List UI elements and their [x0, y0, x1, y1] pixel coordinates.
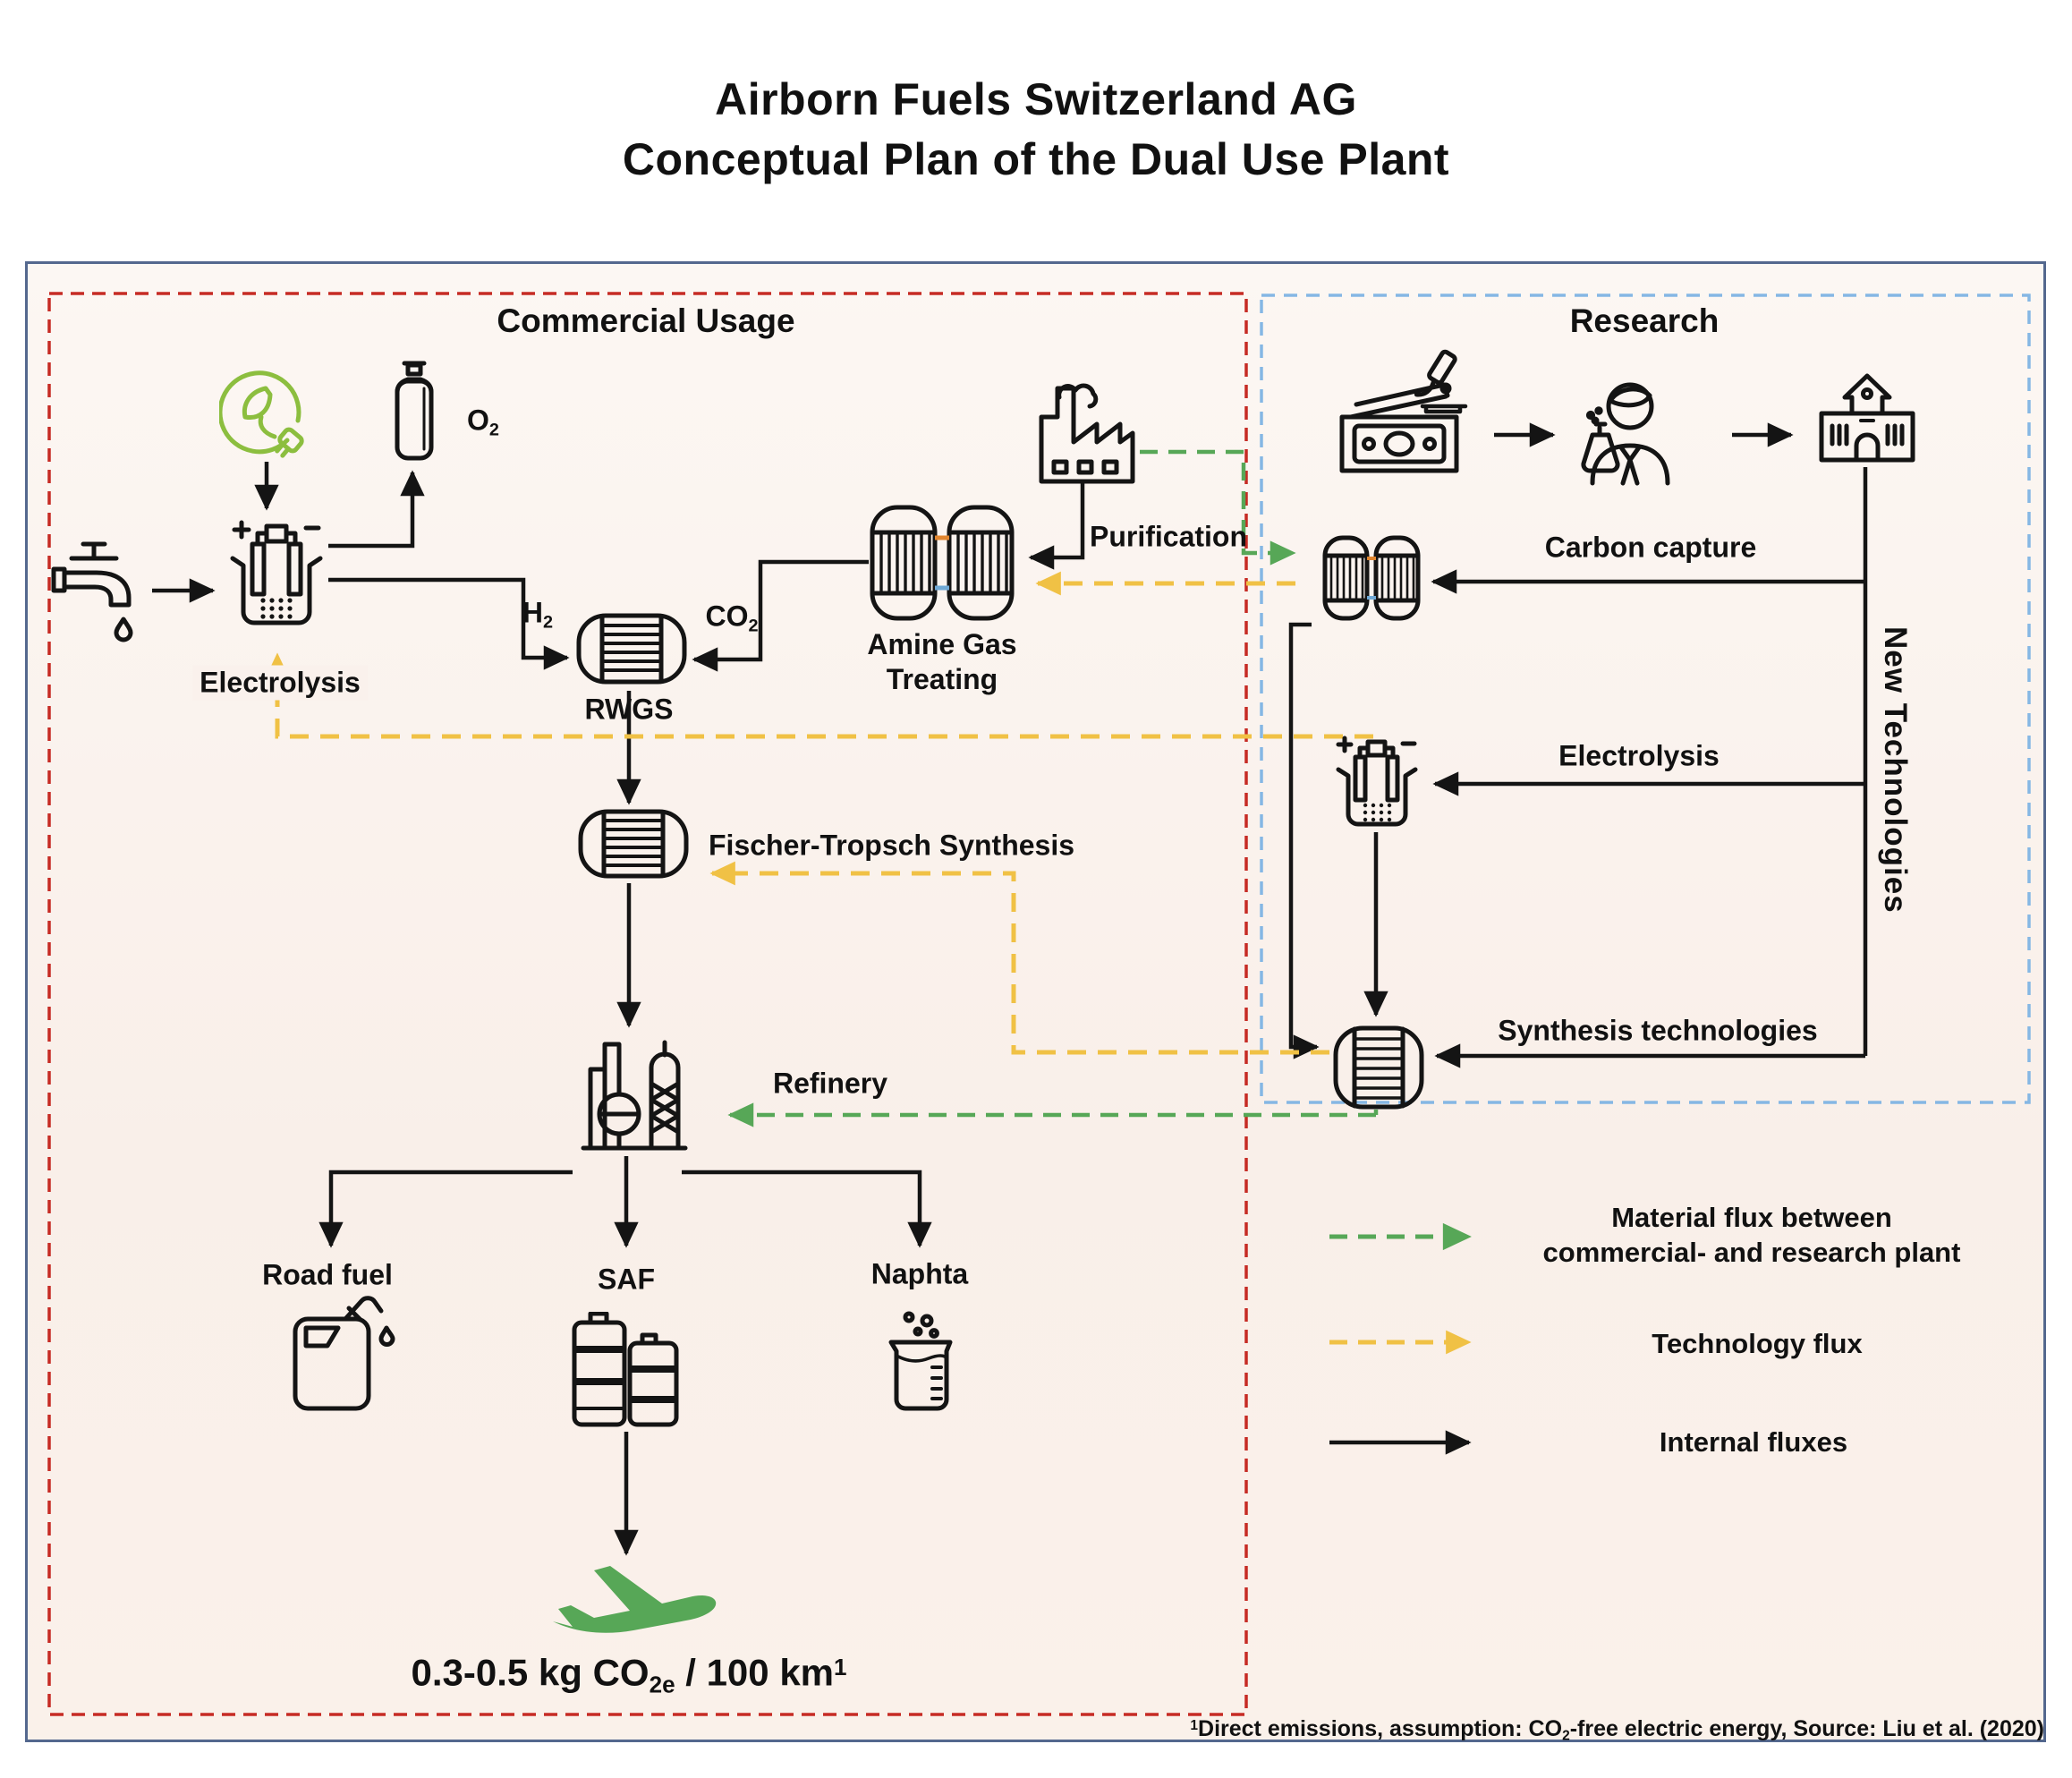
commercial-usage-box [47, 292, 1248, 1716]
material-flux-arrows [727, 449, 1379, 1127]
co2-stream-label: CO2 [705, 600, 759, 636]
university-icon [1814, 372, 1920, 470]
research-box [1260, 293, 2031, 1104]
research-carbon-capture-icon [1322, 535, 1421, 625]
researcher-icon [1571, 372, 1678, 493]
legend-material-flux-label: Material flux between commercial- and re… [1542, 1202, 1961, 1268]
naphta-label: Naphta [870, 1257, 969, 1290]
amine-gas-treating-label: Amine Gas Treating [867, 628, 1017, 695]
research-electrolysis-icon [1331, 734, 1422, 837]
technology-flux-arrows [265, 571, 1373, 1055]
saf-label: SAF [598, 1263, 655, 1296]
h2-stream-label: H2 [522, 596, 554, 633]
road-fuel-label: Road fuel [262, 1258, 393, 1291]
oxygen-cylinder-icon [392, 356, 437, 466]
factory-icon [1029, 374, 1142, 489]
title-line-2: Conceptual Plan of the Dual Use Plant [622, 134, 1450, 184]
airplane-icon [548, 1564, 722, 1647]
diagram-frame [25, 261, 2046, 1742]
emission-figure-label: 0.3-0.5 kg CO2e / 100 km1 [411, 1651, 847, 1698]
purification-label: Purification [1090, 520, 1248, 553]
legend-technology-flux-label: Technology flux [1652, 1328, 1863, 1359]
refinery-label: Refinery [772, 1067, 888, 1100]
new-technologies-label: New Technologies [1878, 626, 1913, 914]
jerry-can-icon [286, 1289, 395, 1416]
fischer-tropsch-label: Fischer-Tropsch Synthesis [709, 829, 1075, 862]
footnote: 1Direct emissions, assumption: CO2-free … [1190, 1716, 2044, 1744]
electrolysis-cell-icon [224, 515, 329, 638]
naphta-beaker-icon [879, 1308, 964, 1418]
commercial-usage-label: Commercial Usage [497, 302, 795, 339]
research-synthesis-reactor-icon [1333, 1025, 1424, 1114]
electrolysis-label: Electrolysis [192, 665, 368, 701]
amine-gas-treating-icon [869, 504, 1015, 626]
green-energy-icon [217, 365, 310, 463]
research-label: Research [1569, 302, 1720, 339]
legend-internal-flux-label: Internal fluxes [1659, 1426, 1848, 1458]
research-funding-icon [1333, 349, 1469, 488]
rwgs-label: RWGS [584, 693, 674, 726]
legend-arrows [1329, 1222, 1472, 1455]
o2-stream-label: O2 [467, 404, 499, 440]
internal-flux-arrows [152, 422, 1868, 1556]
synthesis-technologies-label: Synthesis technologies [1498, 1014, 1818, 1047]
fischer-tropsch-reactor-icon [577, 808, 690, 884]
rwgs-reactor-icon [575, 612, 688, 690]
refinery-icon [573, 1032, 696, 1160]
carbon-capture-label: Carbon capture [1544, 531, 1757, 564]
title-line-1: Airborn Fuels Switzerland AG [715, 74, 1357, 124]
water-tap-icon [47, 533, 147, 647]
fuel-barrels-icon [569, 1311, 682, 1433]
research-electrolysis-label: Electrolysis [1558, 739, 1720, 772]
page-title: Airborn Fuels Switzerland AG Conceptual … [0, 70, 2072, 190]
